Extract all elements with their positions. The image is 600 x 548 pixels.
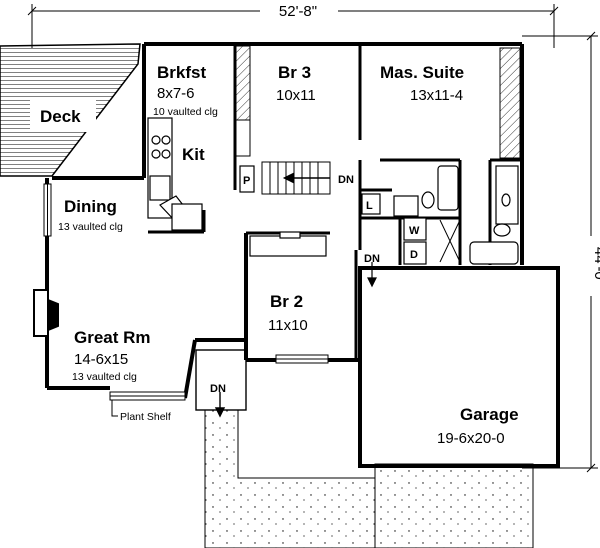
br2-closet — [249, 231, 327, 257]
kit-label: Kit — [182, 145, 205, 164]
entry-stoop — [195, 349, 247, 418]
deck — [0, 43, 141, 177]
great-rm-note: 13 vaulted clg — [72, 371, 137, 383]
plant-shelf-window — [109, 391, 186, 401]
depth-dimension — [522, 31, 598, 473]
garage-dn-stair — [367, 262, 377, 288]
br2-window — [275, 354, 329, 364]
mas-suite-label: Mas. Suite — [380, 63, 464, 82]
stair-dn-label: DN — [338, 174, 354, 186]
br3-label: Br 3 — [278, 63, 311, 82]
master-bath — [393, 165, 519, 265]
dining-label: Dining — [64, 197, 117, 216]
br3-closet — [235, 45, 251, 157]
mas-suite-closet — [499, 47, 521, 159]
washer-label: W — [409, 225, 420, 237]
brkfst-note: 10 vaulted clg — [153, 106, 218, 118]
great-rm-size: 14-6x15 — [74, 351, 128, 368]
brkfst-label: Brkfst — [157, 63, 206, 82]
great-rm-label: Great Rm — [74, 328, 151, 347]
kitchen-counters — [147, 117, 203, 231]
br2-label: Br 2 — [270, 292, 303, 311]
width-dimension — [27, 4, 559, 48]
hall-bath-floor — [439, 219, 461, 263]
pantry-label: P — [243, 175, 250, 187]
interior-walls — [148, 44, 522, 360]
br3-size: 10x11 — [276, 87, 316, 104]
depth-dimension-label: 44'-0" — [591, 247, 600, 285]
width-dimension-label: 52'-8" — [279, 3, 317, 20]
garage-label: Garage — [460, 405, 519, 424]
mas-suite-size: 13x11-4 — [410, 87, 463, 104]
garage-size: 19-6x20-0 — [437, 430, 505, 447]
br2-size: 11x10 — [268, 317, 308, 334]
washer — [403, 217, 427, 241]
stair — [261, 161, 331, 195]
dryer-label: D — [410, 249, 418, 261]
pantry — [239, 165, 255, 193]
deck-label: Deck — [40, 107, 81, 126]
brkfst-size: 8x7-6 — [157, 85, 195, 102]
dining-note: 13 vaulted clg — [58, 221, 123, 233]
dining-window — [43, 183, 52, 237]
entry-dn-label: DN — [210, 383, 226, 395]
fireplace — [33, 289, 59, 337]
plant-shelf-leader — [111, 400, 118, 417]
plant-shelf-label: Plant Shelf — [120, 411, 171, 423]
linen-label: L — [366, 200, 373, 212]
dryer — [403, 241, 427, 265]
garage-dn-label: DN — [364, 253, 380, 265]
linen-closet — [361, 193, 381, 215]
garage — [358, 266, 560, 468]
